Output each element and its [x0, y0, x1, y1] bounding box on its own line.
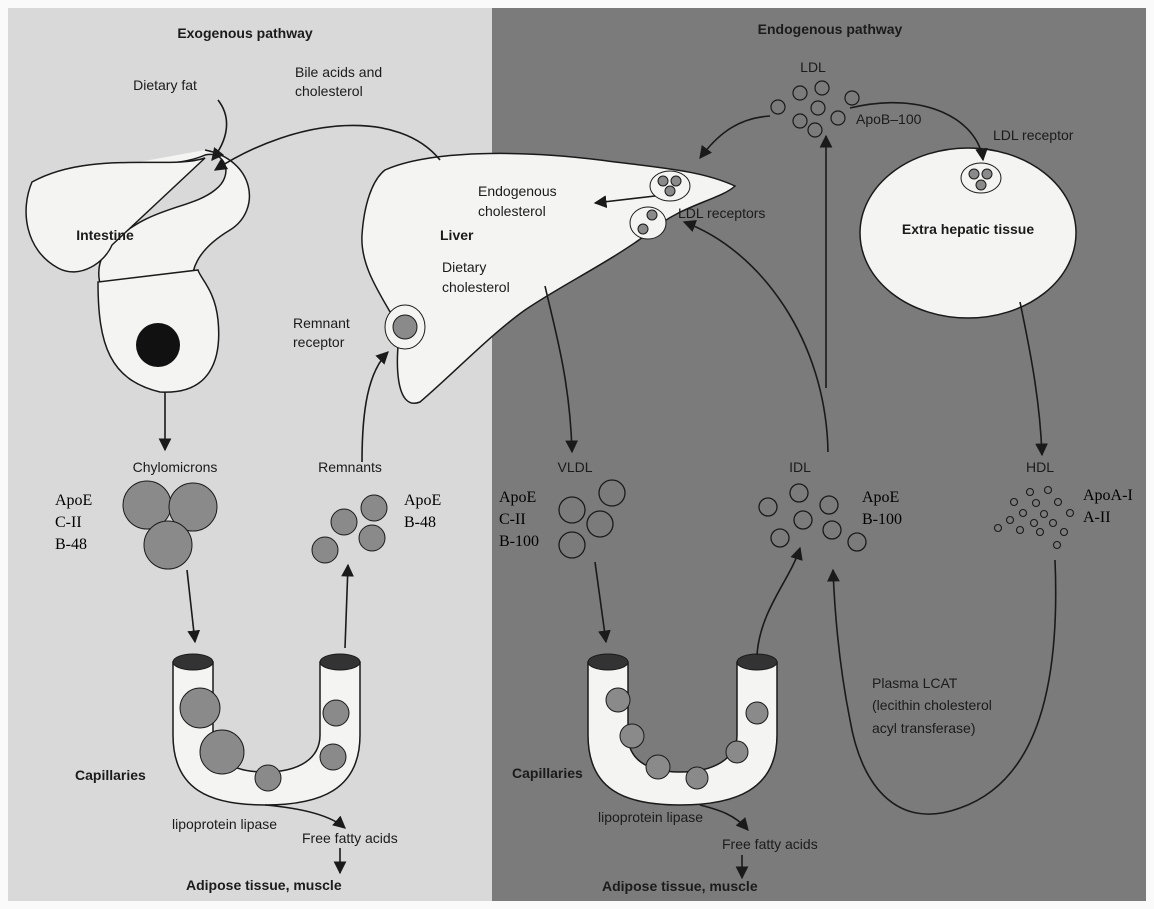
capillary-particle — [180, 688, 220, 728]
capillary-right-opening — [588, 654, 628, 670]
idl-apo-b100: B-100 — [862, 511, 902, 528]
dietary-fat-label: Dietary fat — [133, 77, 197, 93]
capillary-particle — [320, 744, 346, 770]
vldl-apo-c2: C-II — [499, 511, 526, 528]
remnant-particle — [359, 525, 385, 551]
capillary-particle — [726, 741, 748, 763]
hdl-apo-a1: ApoA-I — [1083, 487, 1133, 504]
lipoprotein-lipase-left: lipoprotein lipase — [172, 816, 277, 832]
ldl-receptors-label: LDL receptors — [678, 205, 765, 221]
ldl-apo-label: ApoB–100 — [856, 111, 922, 127]
remnant-bound — [393, 315, 417, 339]
capillary-particle — [746, 702, 768, 724]
vldl-label: VLDL — [557, 459, 592, 475]
capillary-particle — [620, 724, 644, 748]
remnant-particle — [312, 537, 338, 563]
ldl-particle-bound — [671, 176, 681, 186]
remnant-apo-e: ApoE — [404, 492, 441, 509]
remnant-apo-b48: B-48 — [404, 514, 436, 531]
endogenous-cholesterol-label: Endogenous — [478, 183, 557, 199]
exogenous-title: Exogenous pathway — [177, 25, 313, 41]
capillaries-label-left: Capillaries — [75, 767, 146, 783]
chylomicron-apo-e: ApoE — [55, 492, 92, 509]
ldl-receptor-label: LDL receptor — [993, 127, 1074, 143]
intestine-label: Intestine — [76, 227, 134, 243]
remnant-particle — [331, 509, 357, 535]
remnant-receptor-label: Remnant — [293, 315, 350, 331]
lcat-label-3: acyl transferase) — [872, 720, 975, 736]
endogenous-title: Endogenous pathway — [758, 21, 903, 37]
capillary-left-opening — [320, 654, 360, 670]
adipose-label-left: Adipose tissue, muscle — [186, 877, 342, 893]
hdl-apo-a2: A-II — [1083, 509, 1111, 526]
adipose-label-right: Adipose tissue, muscle — [602, 878, 758, 894]
endogenous-cholesterol-label-2: cholesterol — [478, 203, 546, 219]
remnants-label: Remnants — [318, 459, 382, 475]
vldl-apo-e: ApoE — [499, 489, 536, 506]
remnant-receptor-label-2: receptor — [293, 334, 345, 350]
ldl-particle-bound — [982, 169, 992, 179]
chylomicrons-label: Chylomicrons — [133, 459, 218, 475]
capillary-particle — [646, 755, 670, 779]
ldl-particle-bound — [647, 210, 657, 220]
ldl-particle-bound — [638, 224, 648, 234]
chylomicron-particle — [144, 521, 192, 569]
ldl-particle-bound — [969, 169, 979, 179]
lcat-label-2: (lecithin cholesterol — [872, 697, 992, 713]
capillary-particle — [686, 767, 708, 789]
capillary-particle — [200, 730, 244, 774]
remnant-particle — [361, 495, 387, 521]
lipoprotein-lipase-right: lipoprotein lipase — [598, 809, 703, 825]
ldl-label: LDL — [800, 59, 826, 75]
capillaries-label-right: Capillaries — [512, 765, 583, 781]
idl-apo-e: ApoE — [862, 489, 899, 506]
bile-acids-label: Bile acids and — [295, 64, 382, 80]
extra-hepatic-label: Extra hepatic tissue — [902, 221, 1034, 237]
idl-label: IDL — [789, 459, 811, 475]
capillary-particle — [323, 700, 349, 726]
dietary-cholesterol-label: Dietary — [442, 259, 486, 275]
capillary-particle — [255, 765, 281, 791]
chylomicron-apo-c2: C-II — [55, 514, 82, 531]
liver-label: Liver — [440, 227, 474, 243]
bile-acids-label-2: cholesterol — [295, 83, 363, 99]
free-fatty-acids-right: Free fatty acids — [722, 836, 818, 852]
capillary-particle — [606, 688, 630, 712]
capillary-left-opening — [173, 654, 213, 670]
hdl-label: HDL — [1026, 459, 1054, 475]
ldl-particle-bound — [658, 176, 668, 186]
ldl-particle-bound — [976, 180, 986, 190]
intestine-villi — [136, 323, 180, 367]
free-fatty-acids-left: Free fatty acids — [302, 830, 398, 846]
lcat-label: Plasma LCAT — [872, 675, 958, 691]
dietary-cholesterol-label-2: cholesterol — [442, 279, 510, 295]
capillary-right-opening — [737, 654, 777, 670]
ldl-particle-bound — [665, 186, 675, 196]
vldl-apo-b100: B-100 — [499, 533, 539, 550]
chylomicron-apo-b48: B-48 — [55, 536, 87, 553]
